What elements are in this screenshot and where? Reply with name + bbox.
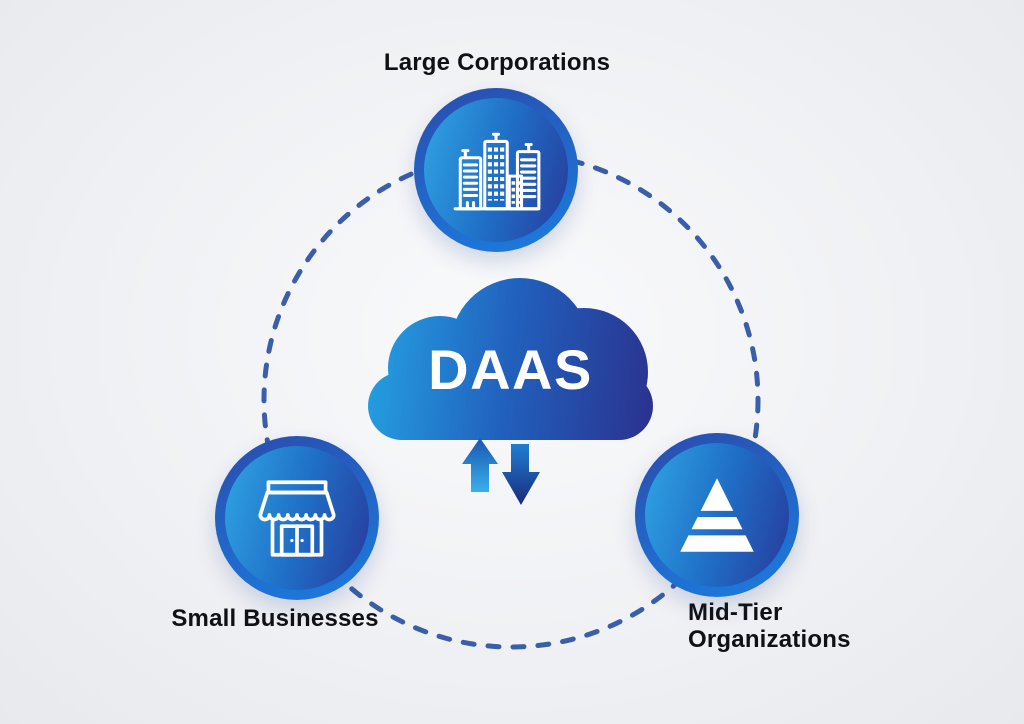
node-circle-mid-tier-organizations	[635, 433, 799, 597]
node-label-small-businesses: Small Businesses	[171, 605, 379, 632]
buildings-icon	[453, 132, 541, 211]
down-arrow-icon	[502, 444, 540, 505]
cloud-body	[368, 278, 653, 440]
node-label-mid-tier-organizations: Mid-Tier Organizations	[688, 599, 851, 653]
up-arrow-icon	[462, 438, 498, 492]
pyramid-icon	[680, 478, 754, 552]
cloud-title: DAAS	[428, 338, 593, 401]
node-circle-large-corporations	[414, 88, 578, 252]
node-circle-fill	[645, 443, 789, 587]
node-circle-fill	[424, 98, 568, 242]
node-label-large-corporations: Large Corporations	[383, 49, 611, 76]
cloud-shape	[368, 278, 653, 440]
sync-arrows	[462, 438, 540, 505]
storefront-icon	[258, 480, 336, 557]
node-circle-small-businesses	[215, 436, 379, 600]
node-circle-fill	[225, 446, 369, 590]
